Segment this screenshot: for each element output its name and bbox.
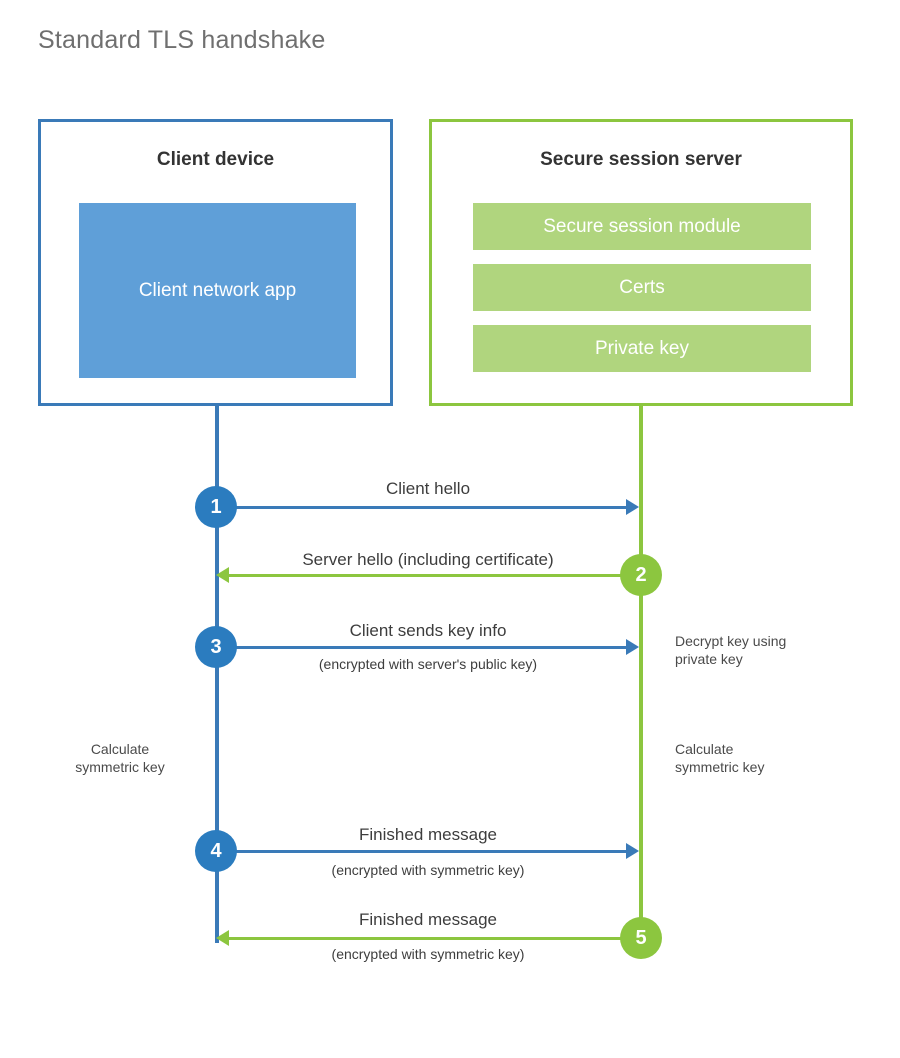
client-network-app-block: Client network app bbox=[79, 203, 356, 378]
step-1-label: Client hello bbox=[385, 479, 471, 498]
step-1-arrow-line bbox=[217, 506, 627, 509]
note-calc-server-line2: symmetric key bbox=[675, 759, 765, 776]
note-calc-client-line1: Calculate bbox=[90, 741, 150, 757]
step-5-sublabel: (encrypted with symmetric key) bbox=[331, 946, 525, 962]
step-2-label: Server hello (including certificate) bbox=[302, 550, 554, 569]
page-title: Standard TLS handshake bbox=[38, 26, 326, 54]
step-4-circle: 4 bbox=[195, 830, 237, 872]
note-calc-server-line1: Calculate bbox=[675, 741, 734, 757]
step-3-label: Client sends key info bbox=[349, 621, 507, 640]
step-3-arrow-line bbox=[217, 646, 627, 649]
note-calc-client-line2: symmetric key bbox=[75, 759, 165, 776]
note-decrypt-key: Decrypt key using private key bbox=[675, 632, 865, 668]
note-decrypt-key-line1: Decrypt key using bbox=[675, 633, 787, 649]
step-5-label: Finished message bbox=[359, 910, 497, 929]
step-2-circle: 2 bbox=[620, 554, 662, 596]
note-calculate-symmetric-key-server: Calculate symmetric key bbox=[675, 740, 855, 776]
step-3-arrow-head-icon bbox=[626, 639, 639, 655]
step-4-arrow-line bbox=[217, 850, 627, 853]
step-2-arrow-head-icon bbox=[216, 567, 229, 583]
step-4-arrow-head-icon bbox=[626, 843, 639, 859]
note-calculate-symmetric-key-client: Calculate symmetric key bbox=[45, 740, 195, 776]
client-device-box: Client device Client network app bbox=[38, 119, 393, 406]
step-3-circle: 3 bbox=[195, 626, 237, 668]
client-lifeline bbox=[215, 406, 219, 943]
step-5-arrow-line bbox=[229, 937, 641, 940]
step-1-circle: 1 bbox=[195, 486, 237, 528]
server-lifeline bbox=[639, 406, 643, 939]
step-4-label: Finished message bbox=[359, 825, 497, 844]
step-5-arrow-head-icon bbox=[216, 930, 229, 946]
step-5-circle: 5 bbox=[620, 917, 662, 959]
server-component-secure-session-module: Secure session module bbox=[473, 203, 811, 250]
secure-session-server-box: Secure session server Secure session mod… bbox=[429, 119, 853, 406]
step-1-arrow-head-icon bbox=[626, 499, 639, 515]
server-component-private-key: Private key bbox=[473, 325, 811, 372]
step-4-sublabel: (encrypted with symmetric key) bbox=[331, 862, 525, 878]
server-component-certs: Certs bbox=[473, 264, 811, 311]
step-2-arrow-line bbox=[229, 574, 641, 577]
step-3-sublabel: (encrypted with server's public key) bbox=[318, 656, 538, 672]
secure-session-server-title: Secure session server bbox=[540, 149, 742, 170]
client-device-title: Client device bbox=[156, 149, 275, 170]
note-decrypt-key-line2: private key bbox=[675, 651, 743, 668]
